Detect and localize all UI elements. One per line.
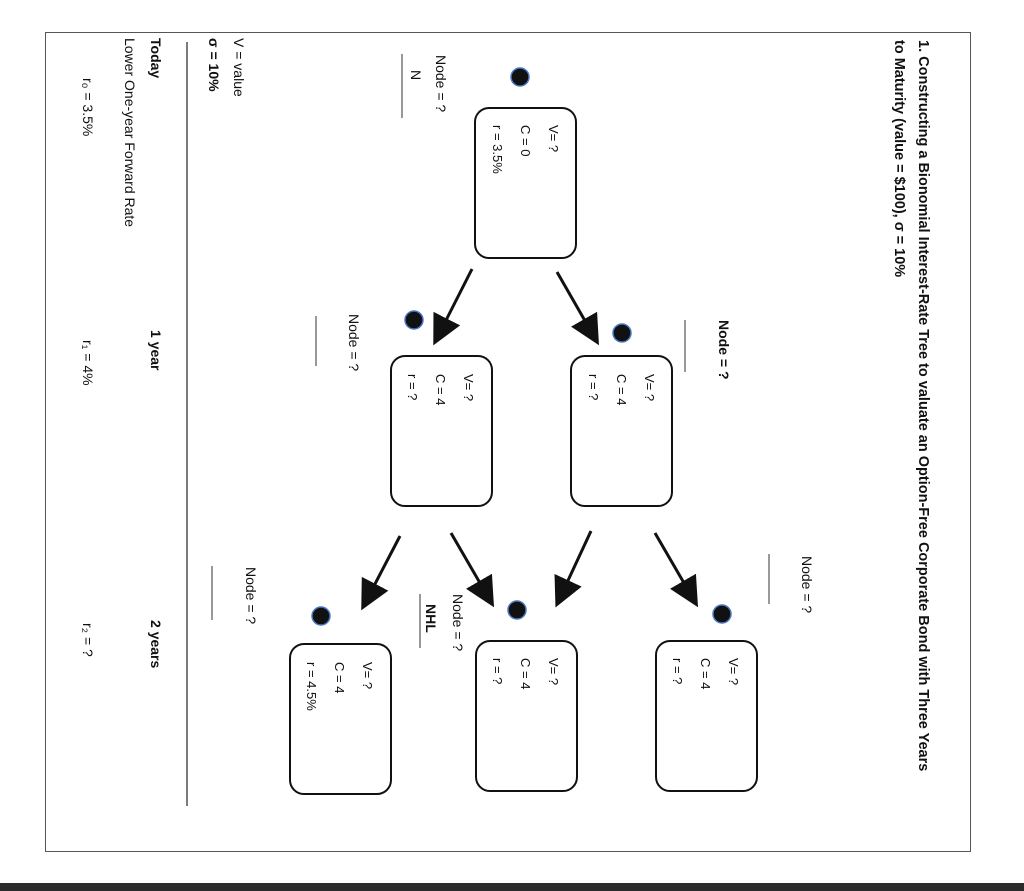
arrow-root-to-y1-upper (555, 271, 599, 346)
node-y2-middle-value: V= ? (546, 658, 561, 686)
node-y2-upper-rate: r = ? (670, 658, 685, 685)
node-box-y1-lower (390, 355, 493, 507)
taskbar (0, 883, 1024, 891)
arrow-y1-lower-to-y2-lower (361, 535, 402, 611)
node-y2-lower-coupon: C = 4 (332, 662, 347, 694)
node-y1-lower-rate: r = ? (405, 374, 420, 401)
node-y2-lower-rate: r = 4.5% (304, 662, 319, 711)
node-sublabel-root: N (408, 70, 424, 81)
node-dot-y1-lower (404, 310, 424, 330)
node-dot-y2-lower (311, 606, 331, 626)
node-dot-y2-middle (507, 600, 527, 620)
node-y1-upper-coupon: C = 4 (614, 374, 629, 406)
node-sublabel-y2-middle: NHL (423, 604, 439, 633)
node-y2-middle-rate: r = ? (490, 658, 505, 685)
node-box-root (474, 107, 577, 259)
rate-r2: r₂ = ? (80, 623, 96, 657)
node-y2-upper-coupon: C = 4 (698, 658, 713, 690)
node-root-value: V= ? (546, 125, 561, 153)
arrow-y1-upper-to-y2-upper (653, 532, 699, 608)
page-subtitle: to Maturity (value = $100), σ = 10% (891, 40, 907, 278)
label-year-1: 1 year (148, 330, 164, 371)
page-title: 1. Constructing a Bionomial Interest-Rat… (915, 40, 931, 772)
node-label-y2-upper: Node = ? (799, 556, 815, 614)
node-box-y2-middle (475, 640, 578, 792)
node-root-coupon: C = 0 (518, 125, 533, 157)
rate-r1: r₁ = 4% (80, 340, 96, 386)
node-label-root: Node = ? (433, 55, 449, 113)
node-box-y1-upper (570, 355, 673, 507)
label-lower-forward-rate: Lower One-year Forward Rate (122, 38, 138, 228)
node-y1-upper-value: V= ? (642, 374, 657, 402)
node-y1-lower-coupon: C = 4 (433, 374, 448, 406)
node-y1-upper-rate: r = ? (586, 374, 601, 401)
node-y1-lower-value: V= ? (461, 374, 476, 402)
node-root-rate: r = 3.5% (490, 125, 505, 174)
arrow-root-to-y1-lower (433, 268, 474, 346)
legend-sigma-label: σ = 10% (206, 38, 222, 92)
node-y2-lower-value: V= ? (360, 662, 375, 690)
node-y2-upper-value: V= ? (726, 658, 741, 686)
rate-r0: r₀ = 3.5% (80, 78, 96, 137)
label-today: Today (148, 38, 164, 79)
node-label-y2-lower: Node = ? (243, 567, 259, 625)
node-box-y2-lower (289, 643, 392, 795)
node-dot-y2-upper (712, 604, 732, 624)
node-dot-y1-upper (612, 323, 632, 343)
arrow-y1-lower-to-y2-middle (449, 532, 495, 608)
node-label-y2-middle: Node = ? (450, 594, 466, 652)
node-label-y1-lower: Node = ? (346, 314, 362, 372)
node-label-y1-upper: Node = ? (716, 320, 732, 380)
node-dot-root (510, 67, 530, 87)
node-y2-middle-coupon: C = 4 (518, 658, 533, 690)
label-year-2: 2 years (148, 620, 164, 669)
legend-value-label: V = value (231, 38, 247, 97)
arrow-y1-upper-to-y2-middle (554, 530, 593, 608)
node-box-y2-upper (655, 640, 758, 792)
